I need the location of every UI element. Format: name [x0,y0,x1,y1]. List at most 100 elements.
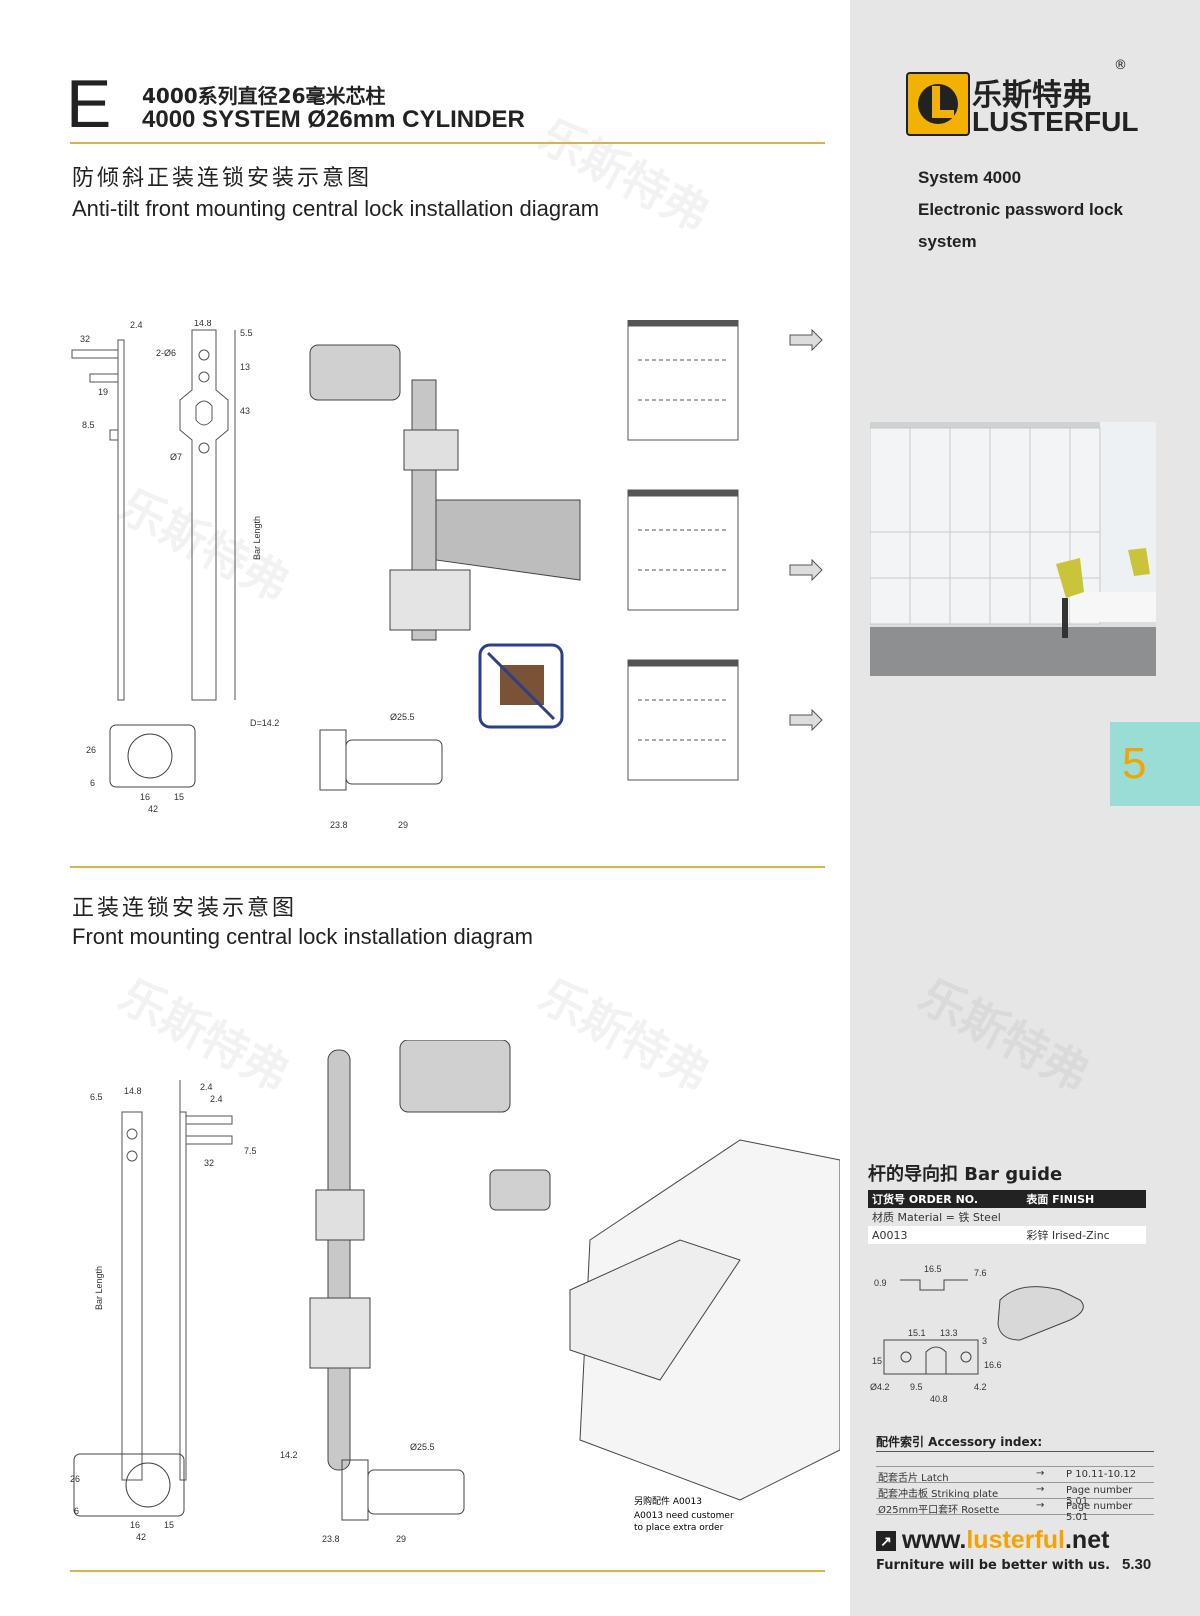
section1-title-en: Anti-tilt front mounting central lock in… [72,196,600,221]
watermark: 乐斯特弗 [530,107,719,243]
accessory-row: 配套舌片 Latch → P 10.11-10.12 [876,1466,1154,1484]
dim-label: 6.5 [90,1092,103,1102]
dim-label: Ø25.5 [390,712,415,722]
section2-diagram: 6.5 14.8 2.4 2.4 7.5 32 Bar Length 另购配件 … [70,1040,840,1544]
dim-label: 16.6 [984,1360,1002,1370]
dim-label: 0.9 [874,1278,887,1288]
arrow-icon [789,328,823,732]
dim-label: 7.6 [974,1268,987,1278]
dim-label: Ø4.2 [870,1382,890,1392]
dim-label: 29 [396,1534,406,1544]
order-no-cell: A0013 [872,1228,908,1242]
bar-side-profile [117,339,125,701]
accessory-page: P 10.11-10.12 [1066,1469,1137,1480]
dim-label: 26 [86,745,96,755]
extra-note-en: A0013 need customer [634,1511,734,1521]
lock-assembly-sketch [309,1040,551,1471]
bar-length-label: Bar Length [94,1266,104,1310]
accessory-label: 配套舌片 Latch [878,1473,949,1484]
divider [70,1570,825,1572]
accessory-label: Ø25mm平口套环 Rosette [878,1505,1000,1516]
page-tab: 5 [1110,722,1200,806]
dim-label: 26 [70,1474,80,1484]
dim-label: 32 [204,1158,214,1168]
brand-logo-icon [906,72,970,136]
dim-label: 23.8 [330,820,348,830]
web-prefix: www. [902,1526,967,1554]
cabinet-states [627,320,739,781]
dim-label: 8.5 [82,420,95,430]
dim-label: 40.8 [930,1394,948,1404]
accessory-title: 配件索引 Accessory index: [876,1435,1043,1449]
header-title-en: 4000 SYSTEM Ø26mm CYLINDER [142,106,525,133]
dim-label: 14.2 [280,1450,298,1460]
dim-label: 2.4 [210,1094,223,1104]
web-suffix: .net [1064,1526,1110,1554]
dim-label: 3 [982,1336,987,1346]
arrow-icon: → [1036,1500,1045,1511]
dim-label: 13 [240,362,250,372]
divider [70,142,825,144]
accessory-page: Page number 5.01 [1066,1501,1133,1523]
dim-label: D=14.2 [250,718,279,728]
extra-note-en: to place extra order [634,1523,724,1533]
dim-label: 15 [164,1520,174,1530]
divider [876,1451,1154,1452]
dim-label: 6 [90,778,95,788]
dim-label: 14.8 [124,1086,142,1096]
no-tilt-icon [478,643,564,729]
bar-side-profile [179,1111,187,1481]
dim-label: 6 [74,1506,79,1516]
section2-title-en: Front mounting central lock installation… [72,924,534,949]
dim-label: 2.4 [200,1082,213,1092]
extra-note-cn: 另购配件 A0013 [634,1495,702,1507]
dim-label: 29 [398,820,408,830]
lock-body-drawing [73,1453,465,1521]
arrow-icon: → [1036,1468,1045,1479]
dim-label: 14.8 [194,320,212,328]
dim-label: 2-Ø6 [156,348,176,358]
dim-label: 16.5 [924,1264,942,1274]
accessory-page: Page number 5.01 [1066,1485,1133,1507]
section-letter: E [66,66,112,142]
dim-label: 43 [240,406,250,416]
slogan: Furniture will be better with us. [876,1558,1111,1573]
section1-title-cn: 防倾斜正装连锁安装示意图 [72,166,373,191]
bar-length-label: Bar Length [252,516,262,560]
finish-cell: 彩锌 Irised-Zinc [1026,1229,1110,1242]
dim-label: 42 [136,1532,146,1542]
bar-guide-drawing: 16.5 0.9 7.6 15.1 13.3 3 15 16.6 Ø4.2 9.… [870,1264,1084,1404]
dim-label: Ø7 [170,452,182,462]
page-number: 5.30 [1122,1556,1152,1573]
brand-name-cn: 乐斯特弗 [972,78,1092,113]
dim-label: 32 [80,334,90,344]
table-header: 订货号 ORDER NO. [868,1190,1023,1208]
bar-front-view [121,1111,143,1481]
registered-mark: ® [1114,58,1127,73]
bar-guide-title: 杆的导向扣 Bar guide [868,1164,1063,1185]
bar-front-view [179,329,229,701]
accessory-row: 配套冲击板 Striking plate → Page number 5.01 [876,1482,1154,1507]
dim-label: 19 [98,387,108,397]
website-link[interactable]: ↗www.lusterful.net [876,1526,1109,1555]
header-title-cn: 4000系列直径26毫米芯柱 [142,84,386,108]
accessory-label: 配套冲击板 Striking plate [878,1489,999,1500]
dim-label: 5.5 [240,328,253,338]
dim-label: 15.1 [908,1328,926,1338]
system-line: system [918,232,977,251]
divider [70,866,825,868]
lock-assembly-sketch [309,344,581,641]
sidebar [850,0,1200,1616]
arrow-icon: → [1036,1484,1045,1495]
lock-body-drawing [109,724,443,791]
brand-name-en: LUSTERFUL [972,106,1139,137]
table-row: A0013 彩锌 Irised-Zinc [868,1226,1146,1244]
section1-diagram: 32 2.4 19 8.5 14.8 5.5 2-Ø6 13 43 Ø7 Bar… [71,320,823,830]
material-cell: 材质 Material = 铁 Steel [872,1211,1001,1224]
dim-label: 23.8 [322,1534,340,1544]
cabinet-drawing [569,1139,840,1501]
dim-label: 16 [140,792,150,802]
dim-label: 2.4 [130,320,143,330]
dim-label: 15 [174,792,184,802]
dim-label: Ø25.5 [410,1442,435,1452]
